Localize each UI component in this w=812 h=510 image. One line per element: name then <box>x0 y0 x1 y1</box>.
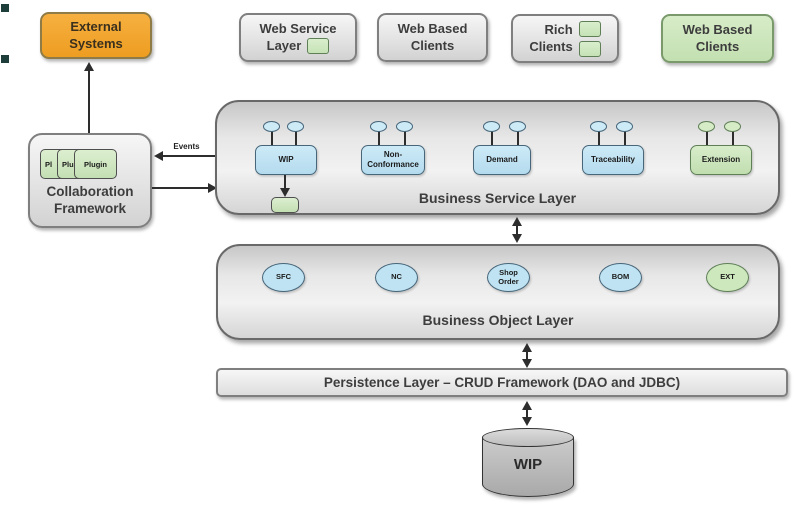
wip-subcomponent-arrowhead-icon <box>280 188 290 197</box>
events-arrow-label: Events <box>173 142 200 151</box>
lollipop-interface-icon <box>287 121 304 132</box>
wip-subcomponent-arrow-line <box>284 175 286 189</box>
lollipop-interface-icon <box>483 121 500 132</box>
lollipop-interface-icon <box>698 121 715 132</box>
object-shop-order: Shop Order <box>487 263 530 292</box>
interface-square-icon <box>578 40 601 57</box>
collab-to-external-arrowhead-icon <box>84 62 94 71</box>
module-traceability: Traceability <box>582 145 644 175</box>
bsl-bol-arrow-line <box>516 224 518 236</box>
web-service-layer-box: Web Service Layer <box>239 13 357 62</box>
lollipop-stem <box>706 131 708 145</box>
lollipop-stem <box>732 131 734 145</box>
module-non-conformance: Non- Conformance <box>361 145 425 175</box>
collaboration-framework-label: Collaboration Framework <box>46 183 134 217</box>
lollipop-stem <box>517 131 519 145</box>
collaboration-framework-box: Collaboration Framework <box>28 133 152 228</box>
lollipop-interface-icon <box>616 121 633 132</box>
events-arrow-line <box>163 155 216 157</box>
web-based-clients-label: Web Based Clients <box>397 20 468 53</box>
lollipop-interface-icon <box>724 121 741 132</box>
web-based-clients-box: Web Based Clients <box>377 13 488 62</box>
bol-persistence-arrowhead-icon <box>522 343 532 352</box>
bsl-bol-arrowhead-icon <box>512 217 522 226</box>
external-systems-box: External Systems <box>40 12 152 59</box>
collab-to-bsl-arrowhead-icon <box>208 183 217 193</box>
persistence-layer-bar: Persistence Layer – CRUD Framework (DAO … <box>216 368 788 397</box>
web-based-clients-green-box: Web Based Clients <box>661 14 774 63</box>
module-wip: WIP <box>255 145 317 175</box>
persistence-db-arrowhead-icon <box>522 401 532 410</box>
wip-database-cylinder-top <box>482 428 574 447</box>
collab-to-bsl-arrow-line <box>152 187 209 189</box>
collab-to-external-arrow-line <box>88 71 90 133</box>
rich-clients-box: Rich Clients <box>511 14 619 63</box>
module-extension: Extension <box>690 145 752 175</box>
object-ext: EXT <box>706 263 749 292</box>
persistence-db-arrow-line <box>526 408 528 419</box>
web-service-layer-label: Web Service Layer <box>259 20 337 54</box>
lollipop-stem <box>271 131 273 145</box>
lollipop-stem <box>624 131 626 145</box>
lollipop-interface-icon <box>370 121 387 132</box>
lollipop-stem <box>491 131 493 145</box>
persistence-layer-label: Persistence Layer – CRUD Framework (DAO … <box>323 375 681 390</box>
bol-persistence-arrowhead-icon <box>522 359 532 368</box>
lollipop-stem <box>404 131 406 145</box>
wip-database-label: WIP <box>513 456 543 473</box>
lollipop-interface-icon <box>396 121 413 132</box>
lollipop-interface-icon <box>590 121 607 132</box>
external-systems-label: External Systems <box>69 18 123 51</box>
business-object-layer-label: Business Object Layer <box>422 312 574 328</box>
bol-persistence-arrow-line <box>526 350 528 361</box>
bsl-bol-arrowhead-icon <box>512 234 522 243</box>
business-object-layer-container <box>216 244 780 340</box>
lollipop-stem <box>598 131 600 145</box>
lollipop-interface-icon <box>509 121 526 132</box>
persistence-db-arrowhead-icon <box>522 417 532 426</box>
object-nc: NC <box>375 263 418 292</box>
edge-artifact-square <box>1 4 9 12</box>
wip-subcomponent-box <box>271 197 299 213</box>
interface-square-icon <box>307 37 330 54</box>
rich-clients-label: Rich Clients <box>529 21 573 54</box>
wip-database-cylinder <box>482 437 574 497</box>
events-arrowhead-icon <box>154 151 163 161</box>
edge-artifact-square <box>1 55 9 63</box>
object-sfc: SFC <box>262 263 305 292</box>
object-bom: BOM <box>599 263 642 292</box>
lollipop-interface-icon <box>263 121 280 132</box>
lollipop-stem <box>295 131 297 145</box>
lollipop-stem <box>378 131 380 145</box>
web-based-clients-green-label: Web Based Clients <box>682 21 753 54</box>
module-demand: Demand <box>473 145 531 175</box>
plugin-box-3: Plugin <box>74 149 117 179</box>
business-service-layer-label: Business Service Layer <box>418 190 577 206</box>
interface-square-icon <box>578 20 601 37</box>
